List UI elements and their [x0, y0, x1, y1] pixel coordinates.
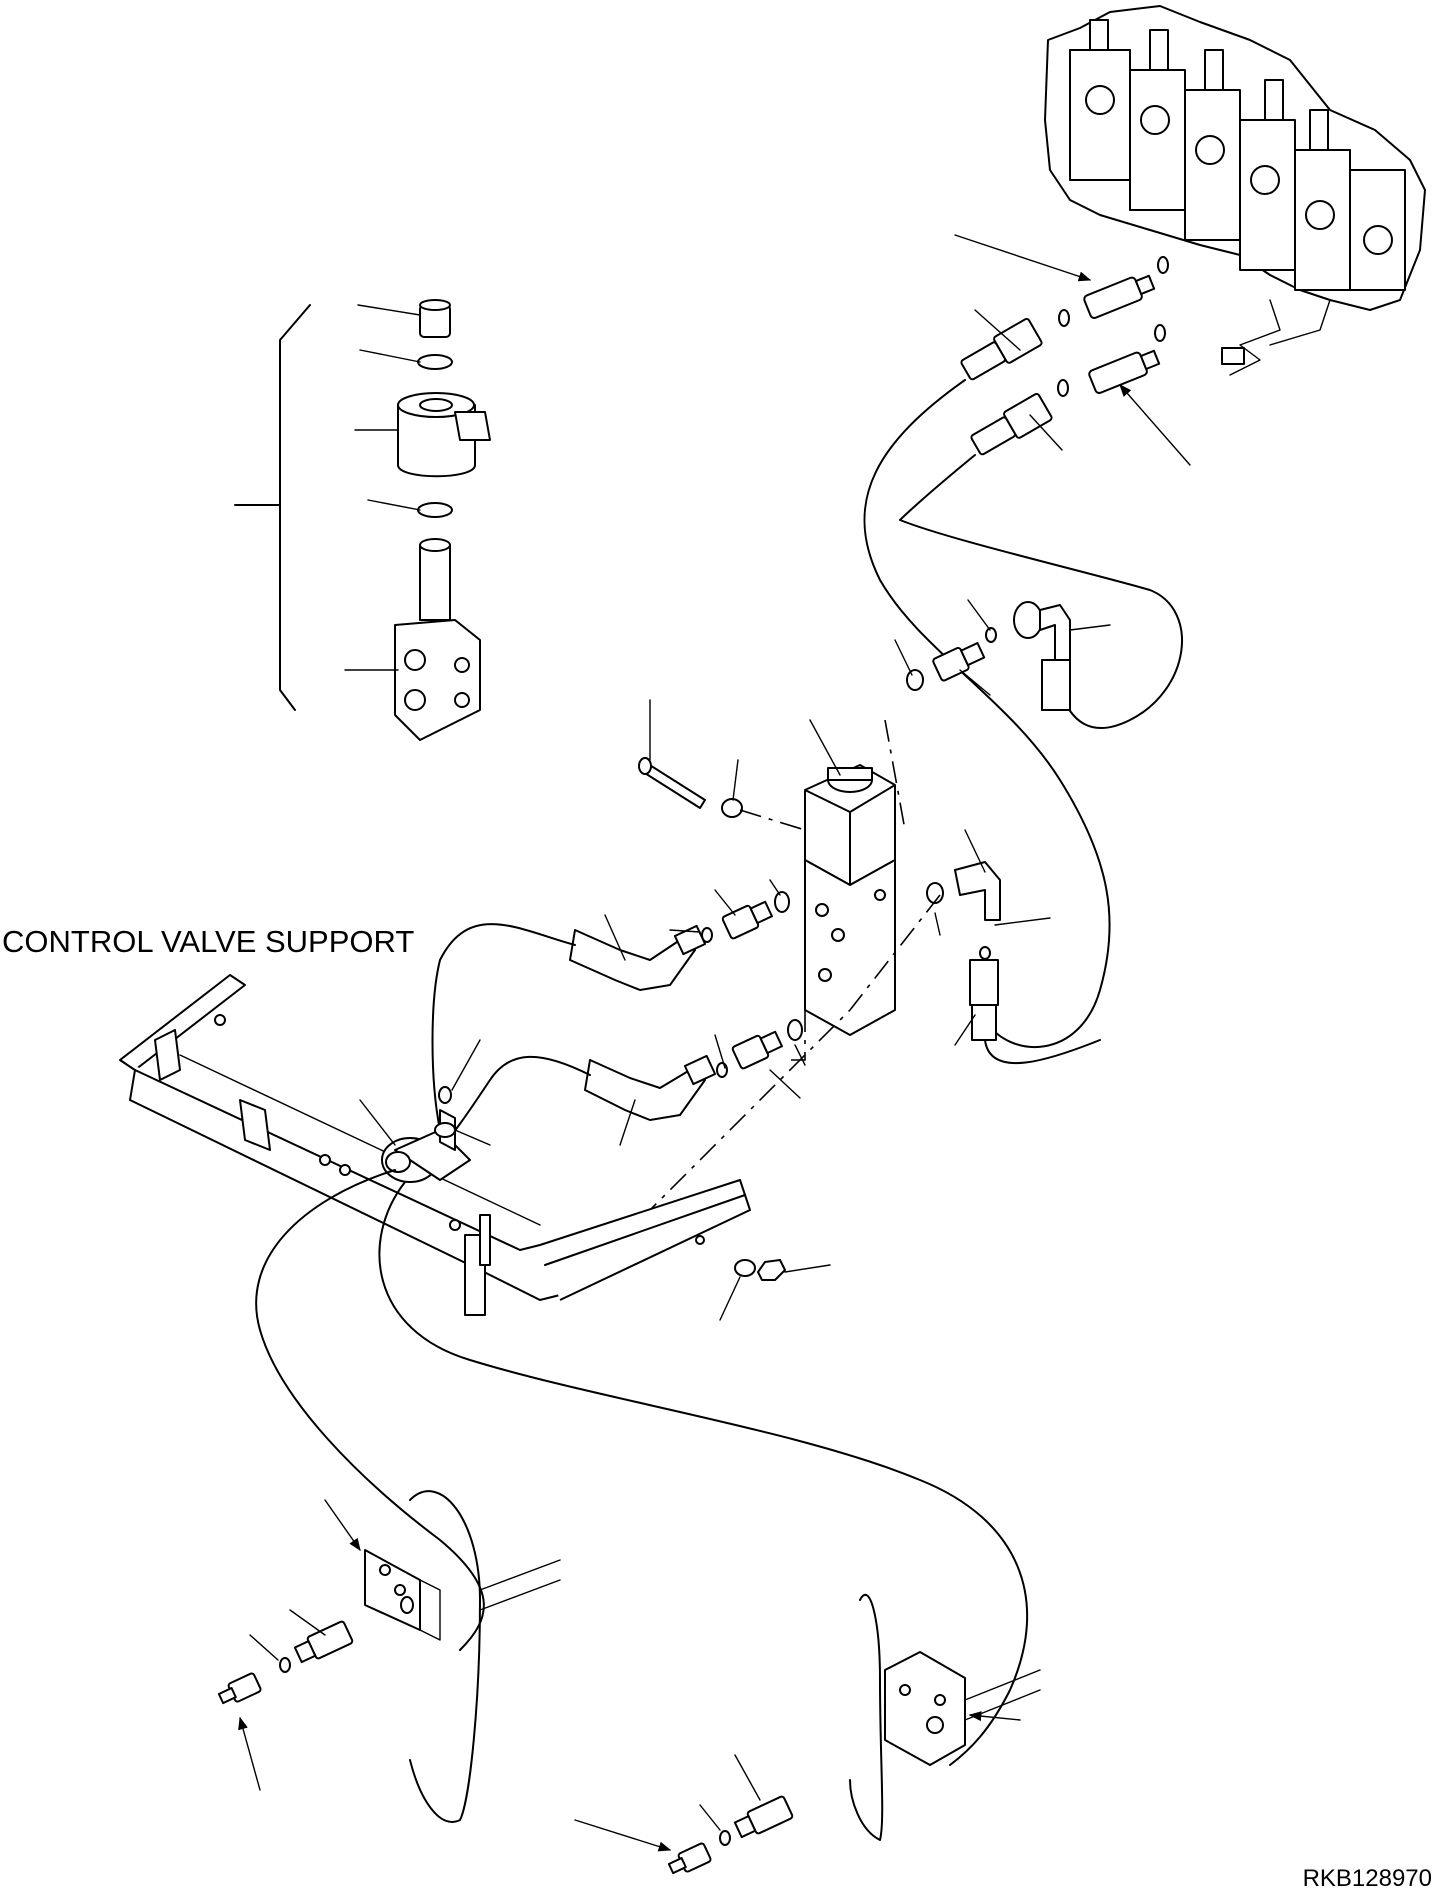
hose-line-7 [378, 1181, 1029, 1766]
hose-ends-upper [960, 317, 1053, 456]
hose-line-6 [255, 1169, 485, 1651]
control-valve-assembly [1044, 5, 1426, 376]
solenoid-valve [804, 764, 896, 1036]
nut-and-washer [734, 1259, 786, 1281]
hose-clamp [381, 1086, 471, 1183]
section-label: CONTROL VALVE SUPPORT [2, 924, 414, 959]
ppc-block-left [217, 1490, 561, 1823]
solenoid-port-fittings [701, 891, 803, 1078]
mounting-bolt [638, 757, 743, 818]
valve-adapter-fittings [1057, 256, 1169, 397]
elbow-fitting-upper [906, 601, 1071, 711]
elbow-hose-lower-left [584, 1054, 717, 1121]
centerline-2 [790, 1010, 806, 1061]
solenoid-detail-parts [394, 299, 491, 741]
hose-line-2 [899, 454, 1183, 730]
centerline-1 [739, 809, 806, 831]
leader-lines [238, 234, 1191, 1852]
solenoid-detail-bracket [234, 304, 311, 711]
hose-line-1 [863, 379, 1111, 1049]
control-valve-support-frame [119, 974, 751, 1316]
elbow-hose-upper-left [569, 924, 707, 991]
ppc-block-right [667, 1593, 1041, 1875]
drawing-number: RKB128970 [1303, 1865, 1432, 1892]
hose-line-3 [431, 923, 576, 1131]
centerline-4 [884, 719, 906, 831]
elbow-fitting-right [926, 861, 1001, 1041]
hose-line-5 [984, 1039, 1101, 1064]
